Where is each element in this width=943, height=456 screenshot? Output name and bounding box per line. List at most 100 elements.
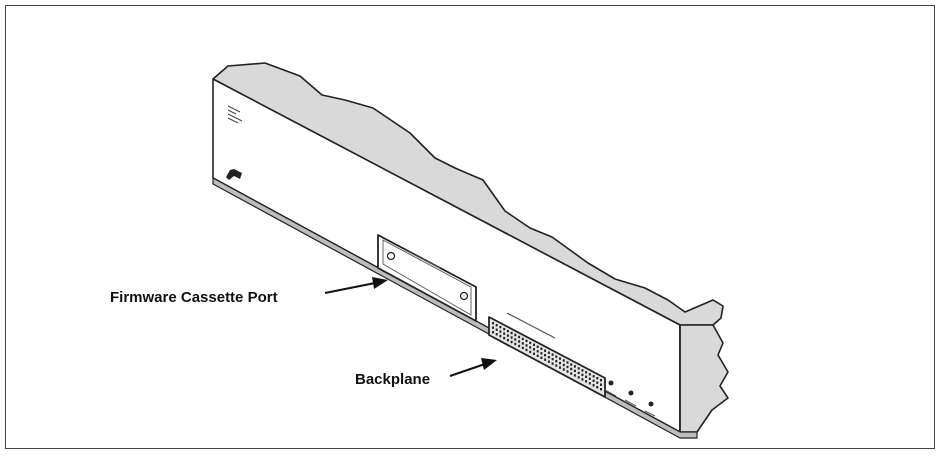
backplane-pin [521,342,524,345]
backplane-pin [547,351,550,354]
backplane-pin [518,344,521,348]
backplane-pin [518,340,521,343]
backplane-pin [570,363,573,366]
backplane-pin [499,334,502,338]
backplane-pin [592,375,595,378]
backplane-pin [529,346,532,349]
backplane-pin [529,341,532,345]
chassis-front-face [212,78,681,433]
backplane-pin [585,371,588,374]
backplane-pin [492,326,494,329]
backplane-pin [503,332,506,335]
backplane-pin [585,375,588,378]
backplane-pin [581,378,584,381]
firmware-cassette-port-label: Firmware Cassette Port [110,289,278,306]
backplane-pin [529,350,532,354]
backplane-pin [525,339,528,343]
chassis-bottom-lip [212,177,698,439]
backplane-pin [559,357,561,360]
backplane-pin [562,363,565,367]
backplane-pin [570,372,573,375]
backplane-pin [514,338,517,341]
backplane-pin [573,365,576,368]
backplane-pin [525,344,528,347]
backplane-pin [506,338,509,342]
firmware-cassette-port-inner [382,239,472,316]
backplane-pin [596,386,599,389]
backplane-pin [551,353,554,356]
backplane-pin [492,331,494,334]
backplane-pin [600,388,602,391]
backplane-pin [540,347,543,350]
backplane-pin [581,373,584,377]
backplane-pin [521,337,524,341]
backplane-pin [588,382,591,385]
backplane-pin [540,352,543,355]
led-2 [628,390,634,396]
backplane-pin [577,371,580,375]
logo-mark [226,169,242,180]
backplane-pin [503,327,506,331]
backplane-pin [499,325,502,329]
cassette-port-label-marks [404,249,441,269]
backplane-pin [544,349,547,352]
cassette-screw-left [386,251,396,261]
firmware-cassette-port [377,234,477,322]
backplane-pin [510,340,513,344]
backplane-pin [495,328,498,331]
backplane-pin [592,384,595,387]
backplane-pin [533,352,535,355]
backplane-pin [592,379,595,382]
backplane-pin [596,381,599,384]
front-label-marks [227,105,243,124]
backplane-pin [521,346,524,350]
arrow-backplane [449,358,497,377]
backplane-pin [536,345,539,348]
backplane-pin [600,379,602,382]
cassette-screw-right [459,291,469,301]
backplane-pin [525,348,528,352]
backplane-pin [492,322,494,325]
backplane-pin [518,335,521,339]
backplane-pin [551,362,554,365]
backplane-pin [514,333,517,337]
backplane-label: Backplane [355,371,431,388]
backplane-pin [555,359,558,363]
backplane-pin [577,376,580,379]
backplane-pin [510,331,513,335]
backplane-pin [555,355,558,358]
backplane-pin [562,368,565,371]
backplane-pin [536,354,539,357]
backplane-pin [585,380,588,383]
backplane-pin [596,377,599,380]
backplane-pin [555,364,558,367]
backplane-pin [566,370,569,373]
backplane-pin [547,360,550,363]
backplane-pin [540,356,543,359]
backplane-pin [544,358,547,361]
backplane-pin [570,367,573,371]
backplane-pin [514,342,517,346]
backplane-pin [562,359,565,362]
backplane-pin [533,348,535,351]
backplane-pin [499,330,502,333]
backplane-label-mark [506,312,556,339]
backplane-pin [506,329,509,333]
backplane-pin [559,361,561,365]
backplane-pin [551,357,554,361]
backplane-pin [533,343,535,346]
backplane-pin [573,369,576,373]
status-leds [604,380,656,417]
backplane-pin [581,369,584,372]
led-3 [648,401,654,407]
backplane-pin [566,365,569,369]
backplane-pin [577,367,580,370]
backplane-pin [510,336,513,339]
backplane-pin [506,334,509,337]
led-1 [608,380,614,386]
backplane-pin [566,361,569,364]
backplane-pin [495,324,498,327]
backplane-pin [495,333,498,336]
chassis-right-end [679,324,729,433]
